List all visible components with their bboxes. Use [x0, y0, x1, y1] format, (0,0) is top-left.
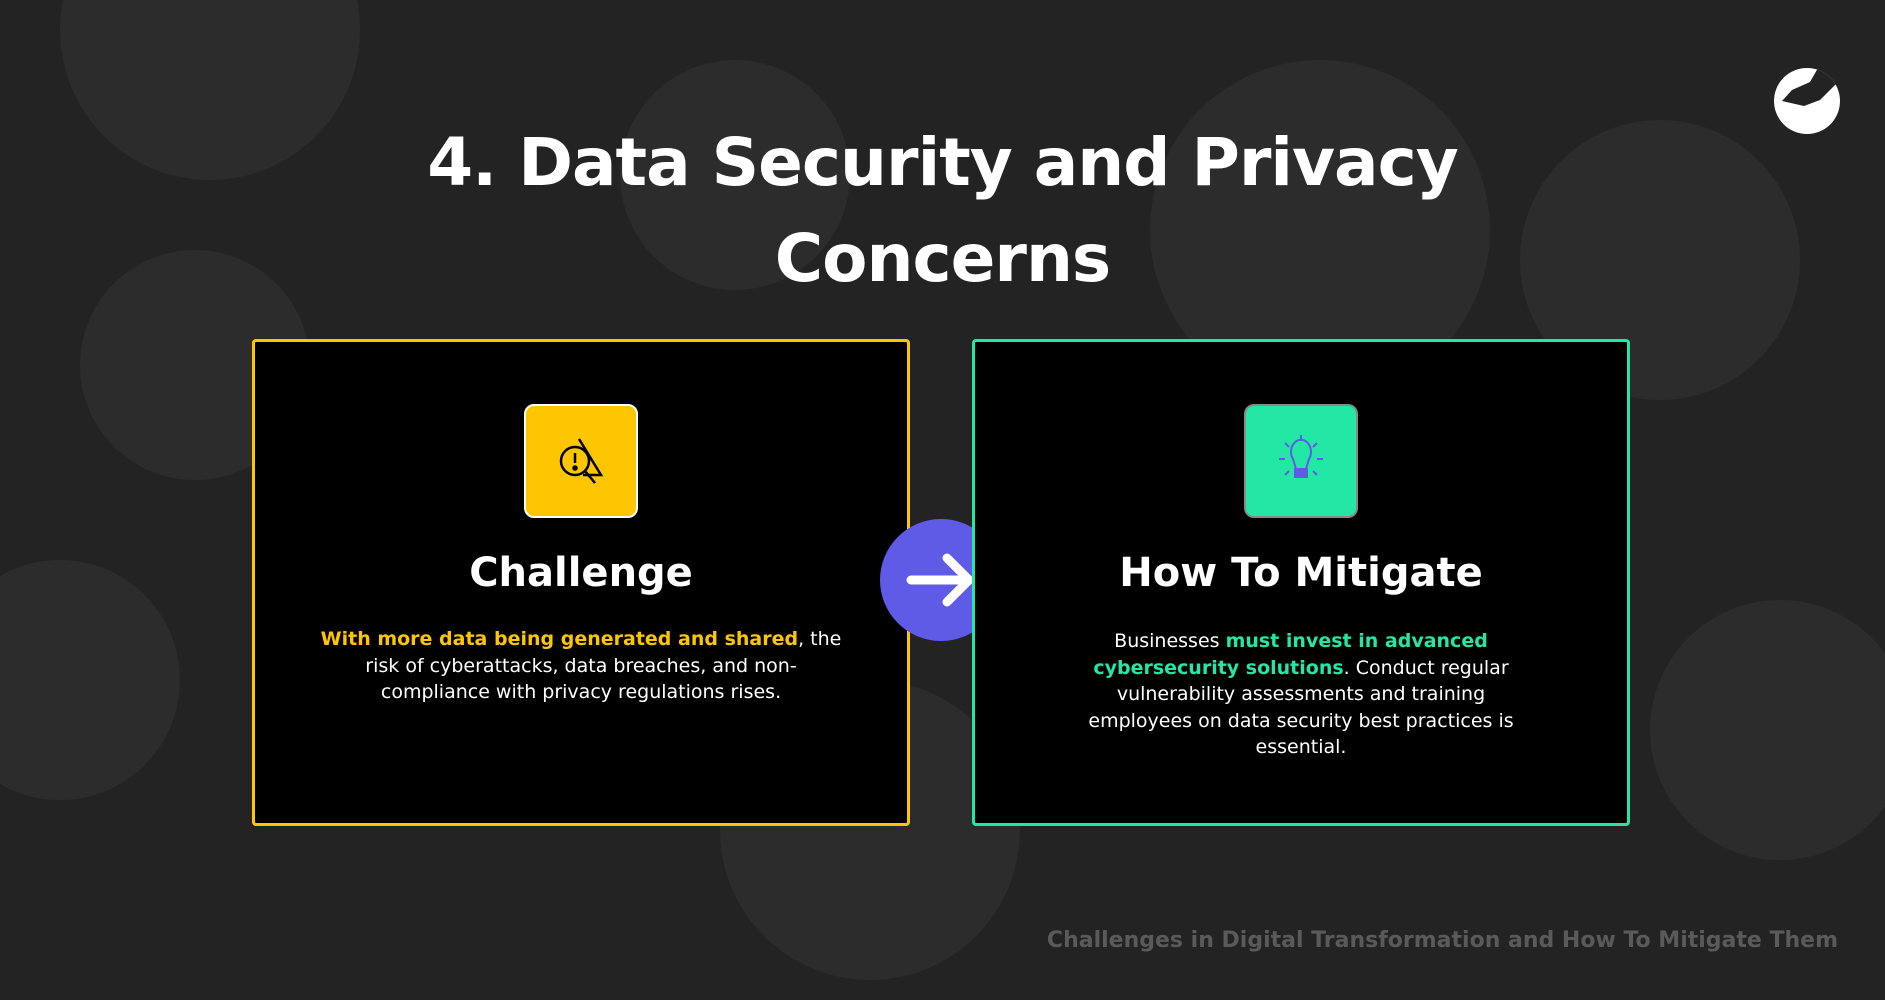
challenge-highlight: With more data being generated and share… — [320, 628, 799, 650]
mitigate-highlight: must invest in advanced cybersecurity so… — [1093, 630, 1488, 679]
challenge-card: Challenge With more data being generated… — [252, 339, 910, 826]
bg-circle — [0, 560, 180, 800]
footer-caption: Challenges in Digital Transformation and… — [1046, 928, 1838, 953]
mitigate-card: How To Mitigate Businesses must invest i… — [972, 339, 1630, 826]
mitigate-text: . Conduct regular vulnerability assessme… — [1088, 656, 1514, 759]
bg-circle — [1650, 600, 1885, 860]
arrow-right-icon — [906, 553, 974, 607]
warning-search-icon — [524, 404, 638, 518]
mitigate-pre: Businesses — [1114, 630, 1226, 652]
title-line-2: Concerns — [774, 220, 1111, 297]
lightbulb-icon — [1244, 404, 1358, 518]
mitigate-heading: How To Mitigate — [1119, 550, 1483, 596]
logo — [1774, 68, 1840, 134]
challenge-heading: Challenge — [469, 550, 693, 596]
bg-circle — [620, 60, 850, 290]
challenge-text: , the risk of cyberattacks, data breache… — [365, 628, 842, 703]
title-line-1: 4. Data Security and Privacy — [427, 124, 1458, 201]
page-title: 4. Data Security and Privacy Concerns — [0, 115, 1885, 307]
